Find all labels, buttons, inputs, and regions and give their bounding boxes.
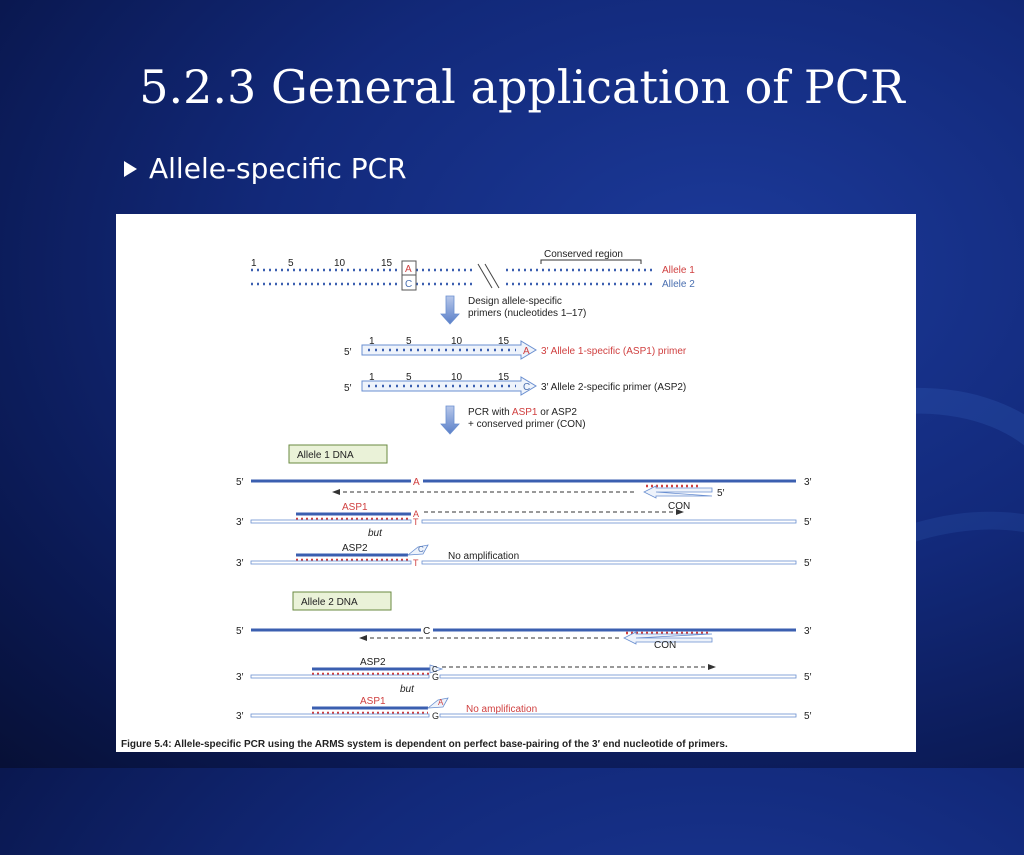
asp2-primer-base: C (523, 382, 530, 393)
a1-con-label: CON (668, 501, 690, 512)
a1-bottom-3prime: 3′ (236, 517, 244, 528)
asp1-primer-label: 3′ Allele 1-specific (ASP1) primer (541, 346, 687, 357)
allele1-dna-label: Allele 1 DNA (297, 450, 354, 461)
a2-bottom-5prime: 5′ (804, 672, 812, 683)
a2b-bottom-base: G (432, 711, 439, 721)
a1-asp1-base: A (413, 509, 419, 519)
allele2-dna-label: Allele 2 DNA (301, 597, 358, 608)
scale-15: 15 (381, 258, 393, 269)
scale-1: 1 (251, 258, 257, 269)
allele1-label: Allele 1 (662, 265, 695, 276)
a2-top-3prime: 3′ (804, 626, 812, 637)
a2-top-base: C (423, 626, 430, 637)
p2-scale-10: 10 (451, 372, 463, 383)
a1b-bottom-5prime: 5′ (804, 558, 812, 569)
a1-top-3prime: 3′ (804, 477, 812, 488)
a1-top-5prime: 5′ (236, 477, 244, 488)
triangle-bullet-icon (124, 160, 137, 177)
a1-bottom-5prime: 5′ (804, 517, 812, 528)
arms-pcr-figure: 1 5 10 15 A C Conserved region Allele 1 … (116, 214, 916, 752)
a1-bottom-strand-right (421, 519, 797, 524)
asp2-primer-arrow (361, 376, 537, 396)
arms-diagram: 1 5 10 15 A C Conserved region Allele 1 … (121, 249, 812, 750)
figure-caption: Figure 5.4: Allele-specific PCR using th… (121, 739, 728, 750)
scale-5: 5 (288, 258, 294, 269)
bullet-item: Allele-specific PCR (124, 152, 407, 185)
snp-base-a: A (405, 264, 412, 275)
a1-con-primer-arrow (643, 485, 713, 499)
a2b-bottom-3prime: 3′ (236, 711, 244, 722)
a2b-bottom-strand-right (439, 713, 797, 718)
a2-asp2-base: C (432, 665, 438, 674)
break-mark-1 (477, 263, 493, 289)
a1b-bottom-3prime: 3′ (236, 558, 244, 569)
a1-con-5prime: 5′ (717, 488, 725, 499)
a2b-bottom-strand-left (250, 713, 430, 718)
a2-bottom-strand-right (439, 674, 797, 679)
down-arrow-2-icon (440, 405, 460, 435)
step2-line2: + conserved primer (CON) (468, 419, 586, 430)
a1-bottom-base: T (413, 517, 419, 527)
a2-con-label: CON (654, 640, 676, 651)
a1-asp2-mismatch-tip (406, 544, 429, 556)
p1-scale-1: 1 (369, 336, 375, 347)
down-arrow-1-icon (440, 295, 460, 325)
allele2-dna-box (292, 591, 392, 611)
p2-scale-15: 15 (498, 372, 510, 383)
primer2-scale: 1 5 10 15 (369, 372, 510, 383)
top-scale: 1 5 10 15 (251, 258, 393, 269)
a1-asp1-label: ASP1 (342, 502, 368, 513)
a2-asp1-mismatch-tip (426, 697, 449, 709)
p1-scale-15: 15 (498, 336, 510, 347)
a1b-bottom-base: T (413, 558, 419, 568)
primer1-5prime: 5′ (344, 347, 352, 358)
a2-con-primer-arrow (623, 631, 713, 645)
asp1-primer-base: A (523, 346, 530, 357)
a2b-bottom-5prime: 5′ (804, 711, 812, 722)
primer1-scale: 1 5 10 15 (369, 336, 510, 347)
p1-scale-5: 5 (406, 336, 412, 347)
a1-asp2-base: C (418, 545, 424, 554)
a1-asp2-label: ASP2 (342, 543, 368, 554)
allele2-label: Allele 2 (662, 279, 695, 290)
bullet-text: Allele-specific PCR (149, 152, 407, 185)
allele1-dna-box (288, 444, 388, 464)
asp1-primer-arrow (361, 340, 537, 360)
a2-asp1-base: A (438, 698, 444, 707)
a1-no-amp: No amplification (448, 551, 519, 562)
a1-top-base: A (413, 477, 420, 488)
snp-base-c: C (405, 279, 412, 290)
step2-line1: PCR with ASP1 or ASP2 (468, 407, 577, 418)
step1-line2: primers (nucleotides 1–17) (468, 308, 586, 319)
scale-10: 10 (334, 258, 346, 269)
p1-scale-10: 10 (451, 336, 463, 347)
p2-scale-5: 5 (406, 372, 412, 383)
primer2-5prime: 5′ (344, 383, 352, 394)
a2-top-5prime: 5′ (236, 626, 244, 637)
a2-bottom-base: G (432, 672, 439, 682)
a2-but: but (400, 684, 415, 695)
p2-scale-1: 1 (369, 372, 375, 383)
a1b-bottom-strand-left (250, 560, 412, 565)
conserved-bracket (540, 259, 642, 264)
a2-bottom-3prime: 3′ (236, 672, 244, 683)
a2-bottom-strand-left (250, 674, 430, 679)
a1-bottom-strand-left (250, 519, 412, 524)
a2-asp2-label: ASP2 (360, 657, 386, 668)
asp2-primer-label: 3′ Allele 2-specific primer (ASP2) (541, 382, 686, 393)
a1b-bottom-strand-right (421, 560, 797, 565)
conserved-region-label: Conserved region (544, 249, 623, 260)
break-mark-2 (484, 263, 500, 289)
step1-line1: Design allele-specific (468, 296, 562, 307)
slide-title: 5.2.3 General application of PCR (139, 60, 905, 114)
a2-asp1-label: ASP1 (360, 696, 386, 707)
a1-but: but (368, 528, 383, 539)
a2-no-amp: No amplification (466, 704, 537, 715)
